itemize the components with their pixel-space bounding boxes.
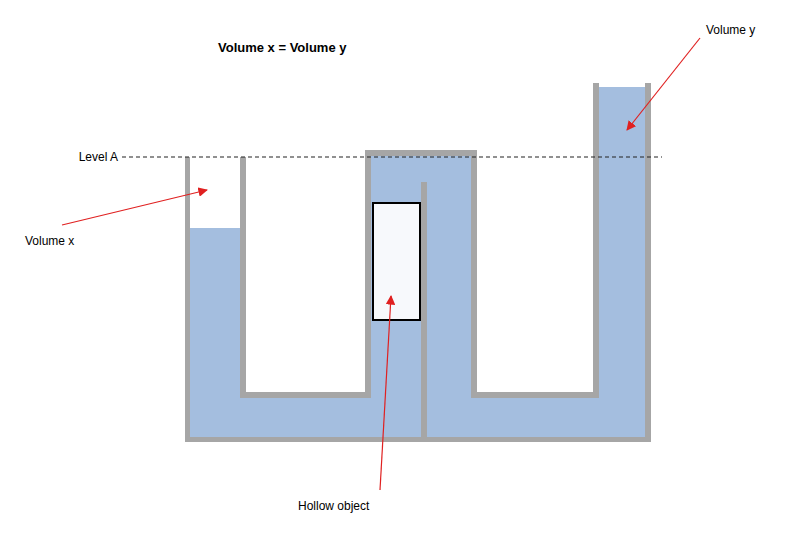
leader-line (62, 190, 207, 225)
title: Volume x = Volume y (218, 40, 346, 56)
water (190, 87, 646, 438)
level-line (122, 156, 662, 157)
hollow-object (373, 203, 420, 320)
vessel-walls (185, 83, 651, 442)
level-label: Level A (79, 150, 118, 164)
leader-line (380, 296, 391, 490)
leader-line (627, 38, 700, 130)
volume-label: Volume x (25, 234, 74, 248)
volume-label: Volume y (706, 23, 755, 37)
part-label: Hollow object (298, 499, 369, 513)
